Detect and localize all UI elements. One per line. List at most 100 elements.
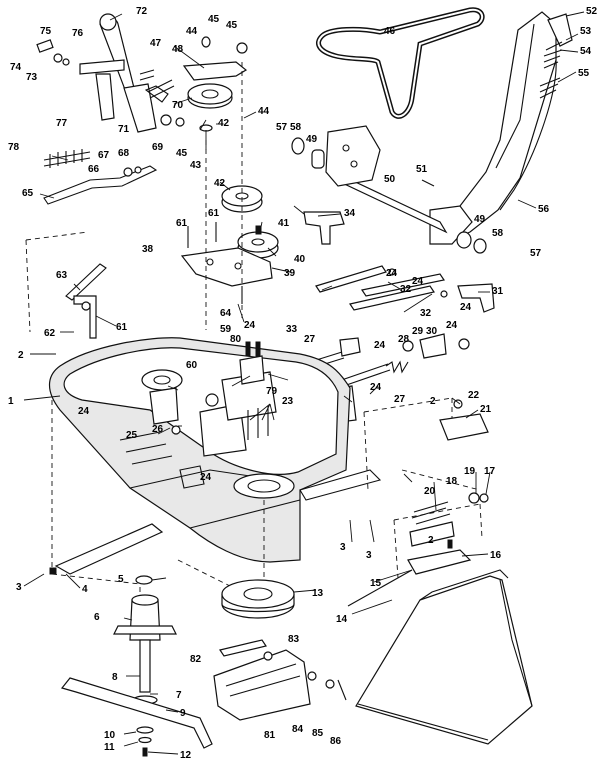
- callout-49: 49: [474, 214, 486, 225]
- callout-3: 3: [340, 542, 346, 553]
- callout-24: 24: [460, 302, 472, 313]
- callout-59: 59: [220, 324, 232, 335]
- callout-58: 58: [290, 122, 302, 133]
- callout-14: 14: [336, 614, 348, 625]
- callout-27: 27: [394, 394, 406, 405]
- callout-52: 52: [586, 6, 598, 17]
- callout-6: 6: [94, 612, 100, 623]
- bracket-34: [303, 211, 345, 245]
- callout-9: 9: [180, 708, 186, 719]
- callout-12: 12: [180, 750, 192, 761]
- callout-8: 8: [112, 672, 118, 683]
- callout-68: 68: [118, 148, 130, 159]
- callout-38: 38: [142, 244, 154, 255]
- callout-2: 2: [430, 396, 436, 407]
- callout-44: 44: [258, 106, 270, 117]
- callout-33: 33: [286, 324, 298, 335]
- callout-82: 82: [190, 654, 202, 665]
- leader-lines: [23, 13, 491, 755]
- callout-21: 21: [480, 404, 492, 415]
- callout-61: 61: [208, 208, 220, 219]
- callout-43: 43: [190, 160, 202, 171]
- callout-15: 15: [370, 578, 382, 589]
- callout-75: 75: [40, 26, 52, 37]
- callout-2: 2: [18, 350, 24, 361]
- callout-24: 24: [446, 320, 458, 331]
- callout-26: 26: [152, 424, 164, 435]
- callout-60: 60: [186, 360, 198, 371]
- callout-labels: 1 2 2 2 3 3 3 4 5 6 7 8 9 10 11 12 13 14…: [8, 6, 598, 761]
- callout-22: 22: [468, 390, 480, 401]
- callout-25: 25: [126, 430, 138, 441]
- callout-31: 31: [492, 286, 504, 297]
- callout-83: 83: [288, 634, 300, 645]
- spindle-pulley-13: [221, 579, 295, 619]
- callout-27: 27: [304, 334, 316, 345]
- callout-53: 53: [580, 26, 592, 37]
- idler-pulley-stack: [182, 36, 279, 272]
- callout-24: 24: [200, 472, 212, 483]
- callout-7: 7: [176, 690, 182, 701]
- callout-24: 24: [412, 276, 424, 287]
- callout-17: 17: [484, 466, 496, 477]
- chute-hardware: [347, 399, 489, 607]
- callout-5: 5: [118, 574, 124, 585]
- callout-34: 34: [344, 208, 356, 219]
- lift-links: [315, 265, 495, 313]
- discharge-chute-14: [355, 569, 533, 745]
- callout-67: 67: [98, 150, 110, 161]
- callout-24: 24: [244, 320, 256, 331]
- callout-16: 16: [490, 550, 502, 561]
- callout-79: 79: [266, 386, 278, 397]
- blade-guard-81: [213, 639, 347, 721]
- callout-40: 40: [294, 254, 306, 265]
- callout-49: 49: [306, 134, 318, 145]
- upper-left-linkage: [36, 13, 185, 205]
- callout-10: 10: [104, 730, 116, 741]
- callout-61: 61: [176, 218, 188, 229]
- callout-48: 48: [172, 44, 184, 55]
- callout-58: 58: [492, 228, 504, 239]
- callout-3: 3: [366, 550, 372, 561]
- callout-19: 19: [464, 466, 476, 477]
- callout-29: 29: [412, 326, 424, 337]
- callout-24: 24: [374, 340, 386, 351]
- callout-11: 11: [104, 742, 115, 753]
- callout-74: 74: [10, 62, 22, 73]
- callout-69: 69: [152, 142, 164, 153]
- callout-80: 80: [230, 334, 242, 345]
- callout-18: 18: [446, 476, 458, 487]
- callout-24: 24: [78, 406, 90, 417]
- callout-62: 62: [44, 328, 56, 339]
- callout-39: 39: [284, 268, 296, 279]
- callout-46: 46: [384, 26, 396, 37]
- callout-1: 1: [8, 396, 14, 407]
- callout-32: 32: [420, 308, 432, 319]
- deck-baffle-4: [49, 523, 164, 575]
- callout-32: 32: [400, 284, 412, 295]
- callout-57: 57: [530, 248, 542, 259]
- cross-shaft: [291, 125, 487, 254]
- callout-78: 78: [8, 142, 20, 153]
- callout-66: 66: [88, 164, 100, 175]
- left-lift-rod: [65, 263, 107, 339]
- callout-63: 63: [56, 270, 68, 281]
- callout-76: 76: [72, 28, 84, 39]
- callout-85: 85: [312, 728, 324, 739]
- callout-61: 61: [116, 322, 128, 333]
- callout-42: 42: [218, 118, 230, 129]
- callout-54: 54: [580, 46, 592, 57]
- callout-70: 70: [172, 100, 184, 111]
- callout-64: 64: [220, 308, 232, 319]
- callout-47: 47: [150, 38, 162, 49]
- callout-20: 20: [424, 486, 436, 497]
- callout-84: 84: [292, 724, 304, 735]
- callout-41: 41: [278, 218, 290, 229]
- callout-13: 13: [312, 588, 324, 599]
- blade-spindle-assembly: [60, 575, 213, 757]
- callout-71: 71: [118, 124, 130, 135]
- callout-44: 44: [186, 26, 198, 37]
- callout-3: 3: [16, 582, 22, 593]
- mower-deck-housing: [48, 337, 382, 563]
